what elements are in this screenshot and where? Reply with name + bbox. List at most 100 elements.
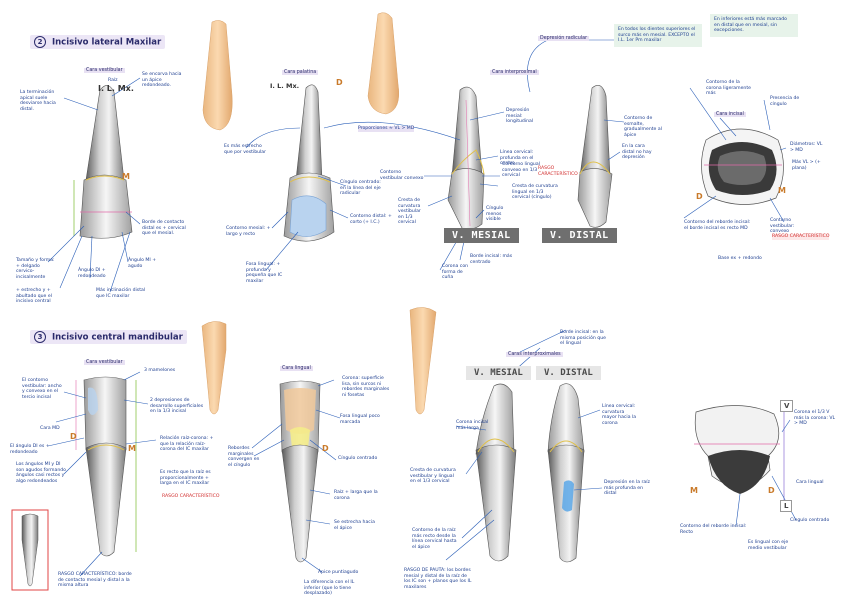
note-lingual-convex: Contorno lingual convexo en 1/3 cervical xyxy=(502,162,542,179)
note-vest-contour: Contorno vestibular: convexo xyxy=(770,218,814,235)
note-wedge-crown: Corona con forma de cuña xyxy=(442,264,472,281)
label-cara-lingual: Cara lingual xyxy=(280,366,313,371)
note-cingulum-bottom: Cíngulo centrado xyxy=(790,518,829,524)
note-mesial-contour: Contorno mesial: + largo y recto xyxy=(226,226,272,237)
label-cara-vestibular-top: Cara vestibular xyxy=(84,68,125,73)
note-cara-lingual-label: Cara lingual xyxy=(796,480,824,486)
leader-lines-top xyxy=(48,28,786,292)
tag-mesial-bottom: V. MESIAL xyxy=(466,366,531,380)
letter-d-bottom1: D xyxy=(70,432,77,441)
note-incisal-longer: Corona incisal más larga xyxy=(456,420,492,431)
note-incisal-round: Base ex + redondo xyxy=(718,256,762,262)
label-cara-incisal: Cara incisal xyxy=(714,112,746,117)
note-narrow-vest: Es más estrecho que por vestibular xyxy=(224,144,268,155)
note-vest-convex: Contorno vestibular convexo xyxy=(380,170,424,181)
note-vl-flat: Más VL > (+ plana) xyxy=(792,160,828,171)
tag-mesial-top: V. MESIAL xyxy=(444,228,519,243)
note-vest-contour-bottom: El contorno vestibular: ancho y convexo … xyxy=(22,378,64,400)
note-lingual-axis: Es lingual con eje medio vestibular xyxy=(748,540,798,551)
label-caras-interproximales: Caras interproximales xyxy=(506,352,563,357)
tooth-incisal-lateral xyxy=(701,129,783,205)
note-no-distal-depression: En la cara distal no hay depresión xyxy=(622,144,656,161)
tag-distal-top: V. DISTAL xyxy=(542,228,617,243)
tooth-distal-lateral xyxy=(578,85,612,227)
note-narrower: + estrecho y + abultado que el incisivo … xyxy=(16,288,70,305)
letter-m-top1: M xyxy=(122,172,130,181)
label-depresion-radicular: Depresión radicular xyxy=(538,36,589,41)
note-rasgo-top2: RASGO CARACTERÍSTICO xyxy=(772,234,829,240)
note-cingulum-centered: Cíngulo centrado: en la línea del eje ra… xyxy=(340,180,386,197)
note-distal-contour: Contorno distal: + corto (+ I.C.) xyxy=(350,214,392,225)
note-angle-di: Ángulo DI + redondeado xyxy=(78,268,108,279)
note-root-longer-crown: Raíz + larga que la corona xyxy=(334,490,380,501)
note-crest-curvature: Cresta de curvatura vestibular y lingual… xyxy=(410,468,460,485)
note-lingual-crest: Cresta de curvatura lingual en 1/3 cervi… xyxy=(512,184,558,201)
callout-superior-teeth: En todos los dientes superiores el surco… xyxy=(614,24,702,47)
note-angles: Los ángulos MI y DI son agudos formando … xyxy=(16,462,68,484)
note-incisal-straight: Contorno del reborde incisal: Recto xyxy=(680,524,750,535)
note-inclination: Más inclinación distal que IC maxilar xyxy=(96,288,148,299)
note-root-depression: Depresión en la raíz más profunda en dis… xyxy=(604,480,650,497)
tag-distal-bottom: V. DISTAL xyxy=(536,366,601,380)
label-cara-proximal-top: Cara interproximal xyxy=(490,70,539,75)
tooth-distal-mandibular xyxy=(548,384,584,562)
letter-d-top2: D xyxy=(696,192,703,201)
note-cingulum-centered-bottom: Cíngulo centrado xyxy=(338,456,377,462)
note-rasgo-b1: RASGO CARACTERÍSTICO xyxy=(162,494,219,500)
note-distal-contact: Borde de contacto distal es + cervical q… xyxy=(142,220,192,237)
tooth-palatal-lateral xyxy=(284,85,334,241)
letter-m-bottom2: M xyxy=(690,486,698,495)
note-depressions: 2 depresiones de desarrollo superficiale… xyxy=(150,398,204,415)
note-cingulum-less: Cíngulo menos visible xyxy=(486,206,516,223)
note-root-crown-relation: Relación raíz-corona: + que la relación … xyxy=(160,436,218,453)
note-size-shape: Tamaño y forma: + delgado cervico-incisa… xyxy=(16,258,56,280)
reference-tooth-3 xyxy=(202,321,226,414)
note-di-round: El ángulo DI es + redondeado xyxy=(10,444,50,455)
note-crown-diameters: Corona el 1/3 V más la corona: VL > MD xyxy=(794,410,838,427)
note-rasgo-pauta: RASGO DE PAUTA: los bordes mesial y dist… xyxy=(404,568,474,590)
letter-v-box: V xyxy=(780,400,793,412)
letter-m-bottom1: M xyxy=(128,444,136,453)
tooth-vestibular-mandibular xyxy=(76,377,136,556)
tooth-code-2: I. L. Mx. xyxy=(270,82,299,90)
note-root: Raíz xyxy=(108,78,118,84)
letter-d-top1: D xyxy=(336,78,343,87)
note-vest-crest: Cresta de curvatura vestibular en 1/3 ce… xyxy=(398,198,428,226)
note-crown-contour: Contorno de la corona ligeramente más xyxy=(706,80,752,97)
note-rasgo-contact: RASGO CARACTERÍSTICO: borde de contacto … xyxy=(58,572,136,589)
tooth-mesial-mandibular xyxy=(476,384,516,561)
note-incisal-centered: Borde incisal: más centrado xyxy=(470,254,516,265)
label-proportions: Proporciones ≈ VL > MD xyxy=(358,126,414,132)
tooth-code-1: I. L. Mx. xyxy=(98,84,134,93)
note-mamelons: 3 mamelones xyxy=(144,368,175,374)
note-marginal-ridges: Rebordes marginales convergen en el cíng… xyxy=(228,446,262,468)
note-diameters: Diámetros: VL > MD xyxy=(790,142,826,153)
note-smooth-surface: Corona: superficie lisa, sin surcos ni r… xyxy=(342,376,392,398)
note-difference-il: La diferencia con el IL inferior (que lo… xyxy=(304,580,366,597)
note-narrows-apex: Se estrecha hacia el ápice xyxy=(334,520,380,531)
letter-d-bottom3: D xyxy=(768,486,775,495)
reference-tooth-1 xyxy=(203,20,232,130)
note-root-contour: Contorno de la raíz más recto desde la l… xyxy=(412,528,462,550)
letter-d-bottom2: D xyxy=(322,444,329,453)
note-incisal-edge: Contorno del reborde incisal: el borde i… xyxy=(684,220,754,231)
letter-l-box: L xyxy=(780,500,792,512)
tooth-vestibular-lateral xyxy=(74,85,132,238)
note-apex-pointed: Ápice puntiagudo xyxy=(318,570,358,576)
tooth-mesial-lateral xyxy=(448,87,484,229)
note-mesial-depression: Depresión mesial: longitudinal xyxy=(506,108,546,125)
note-apex-distal: La terminación apical suele desviarse ha… xyxy=(20,90,64,112)
note-angle-mi: Ángulo MI + agudo xyxy=(128,258,158,269)
note-incisal-position: Borde incisal: en la misma posición que … xyxy=(560,330,606,347)
note-cara-md: Cara MD xyxy=(40,426,60,432)
label-cara-vestibular-bottom: Cara vestibular xyxy=(84,360,125,365)
note-fossa-mild: Fosa lingual poco marcada xyxy=(340,414,396,425)
tooth-lingual-mandibular xyxy=(280,381,320,562)
reference-tooth-2 xyxy=(368,13,399,114)
note-rasgo-top: RASGO CARACTERÍSTICO xyxy=(538,166,572,177)
note-root-longer: Es recto que la raíz es proporcionalment… xyxy=(160,470,220,487)
label-cara-palatina: Cara palatina xyxy=(282,70,318,75)
reference-tooth-4 xyxy=(410,307,436,414)
note-cervical-curvature: Línea cervical: curvatura mayor hacia la… xyxy=(602,404,640,426)
note-enamel-contour: Contorno de esmalte, gradualmente al ápi… xyxy=(624,116,664,138)
